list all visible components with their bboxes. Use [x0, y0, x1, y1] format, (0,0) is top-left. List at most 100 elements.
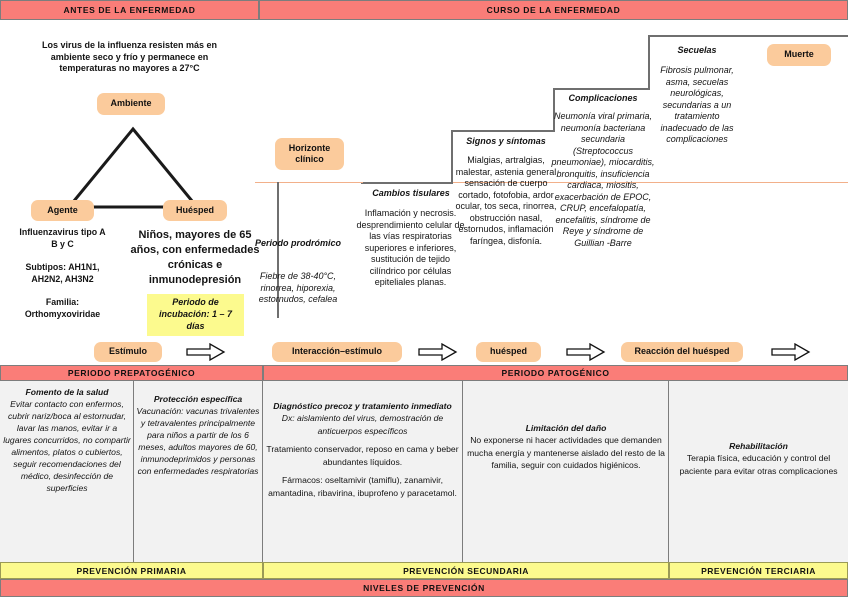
stair-tread-1: [277, 316, 279, 318]
cell-limitacion-title: Limitación del daño: [525, 423, 607, 433]
stair-tread-5: [648, 35, 848, 37]
cell-diagnostico-precoz: Diagnóstico precoz y tratamiento inmedia…: [266, 400, 459, 499]
stage-signos-sintomas-title-text: Signos y síntomas: [466, 136, 546, 146]
stage-periodo-prodromico-title-text: Periodo prodrómico: [255, 238, 342, 248]
agente-line-5-text: Familia:: [45, 297, 80, 307]
stair-riser-4: [553, 88, 555, 132]
bar-prevencion-terciaria: PREVENCIÓN TERCIARIA: [669, 562, 848, 579]
stage-cambios-tisulares-title-text: Cambios tisulares: [372, 188, 450, 198]
bar-periodo-prepatogenico: PERIODO PREPATOGÉNICO: [0, 365, 263, 381]
pill-ambiente[interactable]: Ambiente: [97, 93, 165, 115]
stage-complicaciones-body: Neumonía viral primaria, neumonía bacter…: [551, 111, 655, 249]
arrow-3-icon: [566, 343, 606, 361]
header-curso-enfermedad-label: CURSO DE LA ENFERMEDAD: [486, 5, 621, 15]
pill-huesped-flow-label: huésped: [489, 346, 527, 357]
pill-muerte-label: Muerte: [784, 49, 814, 60]
bar-prevencion-terciaria-label: PREVENCIÓN TERCIARIA: [701, 565, 816, 576]
pill-horizonte-clinico-label: Horizonte clínico: [288, 142, 331, 164]
stair-tread-2: [363, 182, 453, 184]
cell-fomento-body: Evitar contacto con enfermos, cubrir nar…: [3, 399, 131, 494]
agente-line-4: AH2N2, AH3N2: [5, 274, 120, 285]
stage-periodo-prodromico-body: Fiebre de 38-40°C, rinorrea, hiporexia, …: [255, 271, 341, 306]
ambiente-description: Los virus de la influenza resisten más e…: [22, 40, 237, 75]
header-curso-enfermedad: CURSO DE LA ENFERMEDAD: [259, 0, 848, 20]
bar-periodo-patogenico: PERIODO PATOGÉNICO: [263, 365, 848, 381]
pill-reaccion-huesped-label: Reacción del huésped: [634, 346, 730, 357]
pill-huesped[interactable]: Huésped: [163, 200, 227, 221]
stage-complicaciones-title: Complicaciones: [553, 93, 653, 105]
pill-interaccion-estimulo-label: Interacción–estímulo: [291, 346, 383, 357]
agente-line-4-text: AH2N2, AH3N2: [31, 274, 94, 284]
agente-line-3-text: Subtipos: AH1N1,: [25, 262, 100, 272]
pill-ambiente-label: Ambiente: [110, 98, 152, 109]
agente-line-6: Orthomyxoviridae: [5, 309, 120, 320]
stair-riser-3: [451, 130, 453, 184]
stage-cambios-tisulares-body: Inflamación y necrosis. desprendimiento …: [353, 208, 468, 289]
pill-huesped-label: Huésped: [175, 204, 214, 215]
cell-bg-proteccion: [133, 381, 263, 562]
agente-line-2: B y C: [5, 239, 120, 250]
agente-line-1-text: Influenzavirus tipo A: [19, 227, 106, 237]
agente-line-5: Familia:: [5, 297, 120, 308]
agente-line-3: Subtipos: AH1N1,: [5, 262, 120, 273]
cell-bg-fomento: [0, 381, 134, 562]
bar-periodo-patogenico-label: PERIODO PATOGÉNICO: [501, 368, 610, 378]
cell-bg-limitacion: [462, 381, 669, 562]
bar-prevencion-secundaria: PREVENCIÓN SECUNDARIA: [263, 562, 669, 579]
stage-signos-sintomas-body-text: Mialgias, artralgias, malestar, astenia …: [455, 155, 557, 246]
epidemiologic-triad-triangle: [65, 126, 201, 209]
pill-estimulo[interactable]: Estímulo: [94, 342, 162, 362]
bar-prevencion-primaria: PREVENCIÓN PRIMARIA: [0, 562, 263, 579]
horizonte-clinico-line: [255, 182, 848, 183]
periodo-incubacion-text: Periodo de incubación: 1 – 7 días: [158, 297, 233, 332]
bar-periodo-prepatogenico-label: PERIODO PREPATOGÉNICO: [67, 368, 196, 378]
cell-bg-rehabilitacion: [668, 381, 848, 562]
ambiente-description-text: Los virus de la influenza resisten más e…: [41, 40, 218, 74]
cell-bg-diagnostico: [262, 381, 463, 562]
footer-niveles-prevencion: NIVELES DE PREVENCIÓN: [0, 579, 848, 597]
cell-rehabilitacion: Rehabilitación Terapia física, educación…: [670, 440, 847, 477]
pill-muerte[interactable]: Muerte: [767, 44, 831, 66]
stage-complicaciones-title-text: Complicaciones: [568, 93, 638, 103]
stage-cambios-tisulares-body-text: Inflamación y necrosis. desprendimiento …: [356, 208, 465, 288]
agente-line-6-text: Orthomyxoviridae: [24, 309, 101, 319]
cell-rehabilitacion-body: Terapia física, educación y control del …: [679, 453, 838, 476]
arrow-2-icon: [418, 343, 458, 361]
stage-signos-sintomas-body: Mialgias, artralgias, malestar, astenia …: [451, 155, 561, 247]
pill-estimulo-label: Estímulo: [108, 346, 147, 357]
pill-interaccion-estimulo[interactable]: Interacción–estímulo: [272, 342, 402, 362]
cell-proteccion-especifica: Protección específica Vacunación: vacuna…: [135, 393, 261, 477]
arrow-4-icon: [771, 343, 811, 361]
cell-fomento-title: Fomento de la salud: [25, 387, 109, 397]
pill-agente-label: Agente: [47, 204, 78, 215]
cell-proteccion-body: Vacunación: vacunas trivalentes y tetrav…: [136, 406, 260, 477]
cell-fomento-de-la-salud: Fomento de la salud Evitar contacto con …: [3, 386, 131, 494]
cell-proteccion-title: Protección específica: [153, 394, 243, 404]
stage-secuelas-title-text: Secuelas: [677, 45, 717, 55]
stage-secuelas-body-text: Fibrosis pulmonar, asma, secuelas neurol…: [660, 65, 734, 145]
arrow-1-icon: [186, 343, 226, 361]
header-antes-enfermedad-label: ANTES DE LA ENFERMEDAD: [63, 5, 196, 15]
agente-line-1: Influenzavirus tipo A: [5, 227, 120, 238]
bar-prevencion-primaria-label: PREVENCIÓN PRIMARIA: [76, 565, 187, 576]
pill-huesped-flow[interactable]: huésped: [476, 342, 541, 362]
stage-periodo-prodromico-body-text: Fiebre de 38-40°C, rinorrea, hiporexia, …: [258, 271, 338, 305]
pill-agente[interactable]: Agente: [31, 200, 94, 221]
pill-horizonte-clinico[interactable]: Horizonte clínico: [275, 138, 344, 170]
cell-diagnostico-title: Diagnóstico precoz y tratamiento inmedia…: [273, 401, 452, 411]
stage-secuelas-body: Fibrosis pulmonar, asma, secuelas neurol…: [653, 65, 741, 146]
stair-riser-1: [277, 182, 279, 318]
cell-limitacion-body: No exponerse ni hacer actividades que de…: [467, 435, 665, 471]
stage-complicaciones-body-text: Neumonía viral primaria, neumonía bacter…: [551, 111, 655, 248]
header-antes-enfermedad: ANTES DE LA ENFERMEDAD: [0, 0, 259, 20]
pill-reaccion-huesped[interactable]: Reacción del huésped: [621, 342, 743, 362]
footer-niveles-prevencion-label: NIVELES DE PREVENCIÓN: [363, 583, 485, 593]
cell-diagnostico-body-2: Tratamiento conservador, reposo en cama …: [266, 444, 459, 467]
cell-limitacion-del-dano: Limitación del daño No exponerse ni hace…: [466, 422, 666, 472]
huesped-description-text: Niños, mayores de 65 años, con enfermeda…: [130, 229, 260, 286]
stair-tread-3: [451, 130, 555, 132]
huesped-description: Niños, mayores de 65 años, con enfermeda…: [126, 228, 264, 287]
stair-riser-2: [361, 183, 363, 184]
cell-rehabilitacion-title: Rehabilitación: [729, 441, 788, 451]
